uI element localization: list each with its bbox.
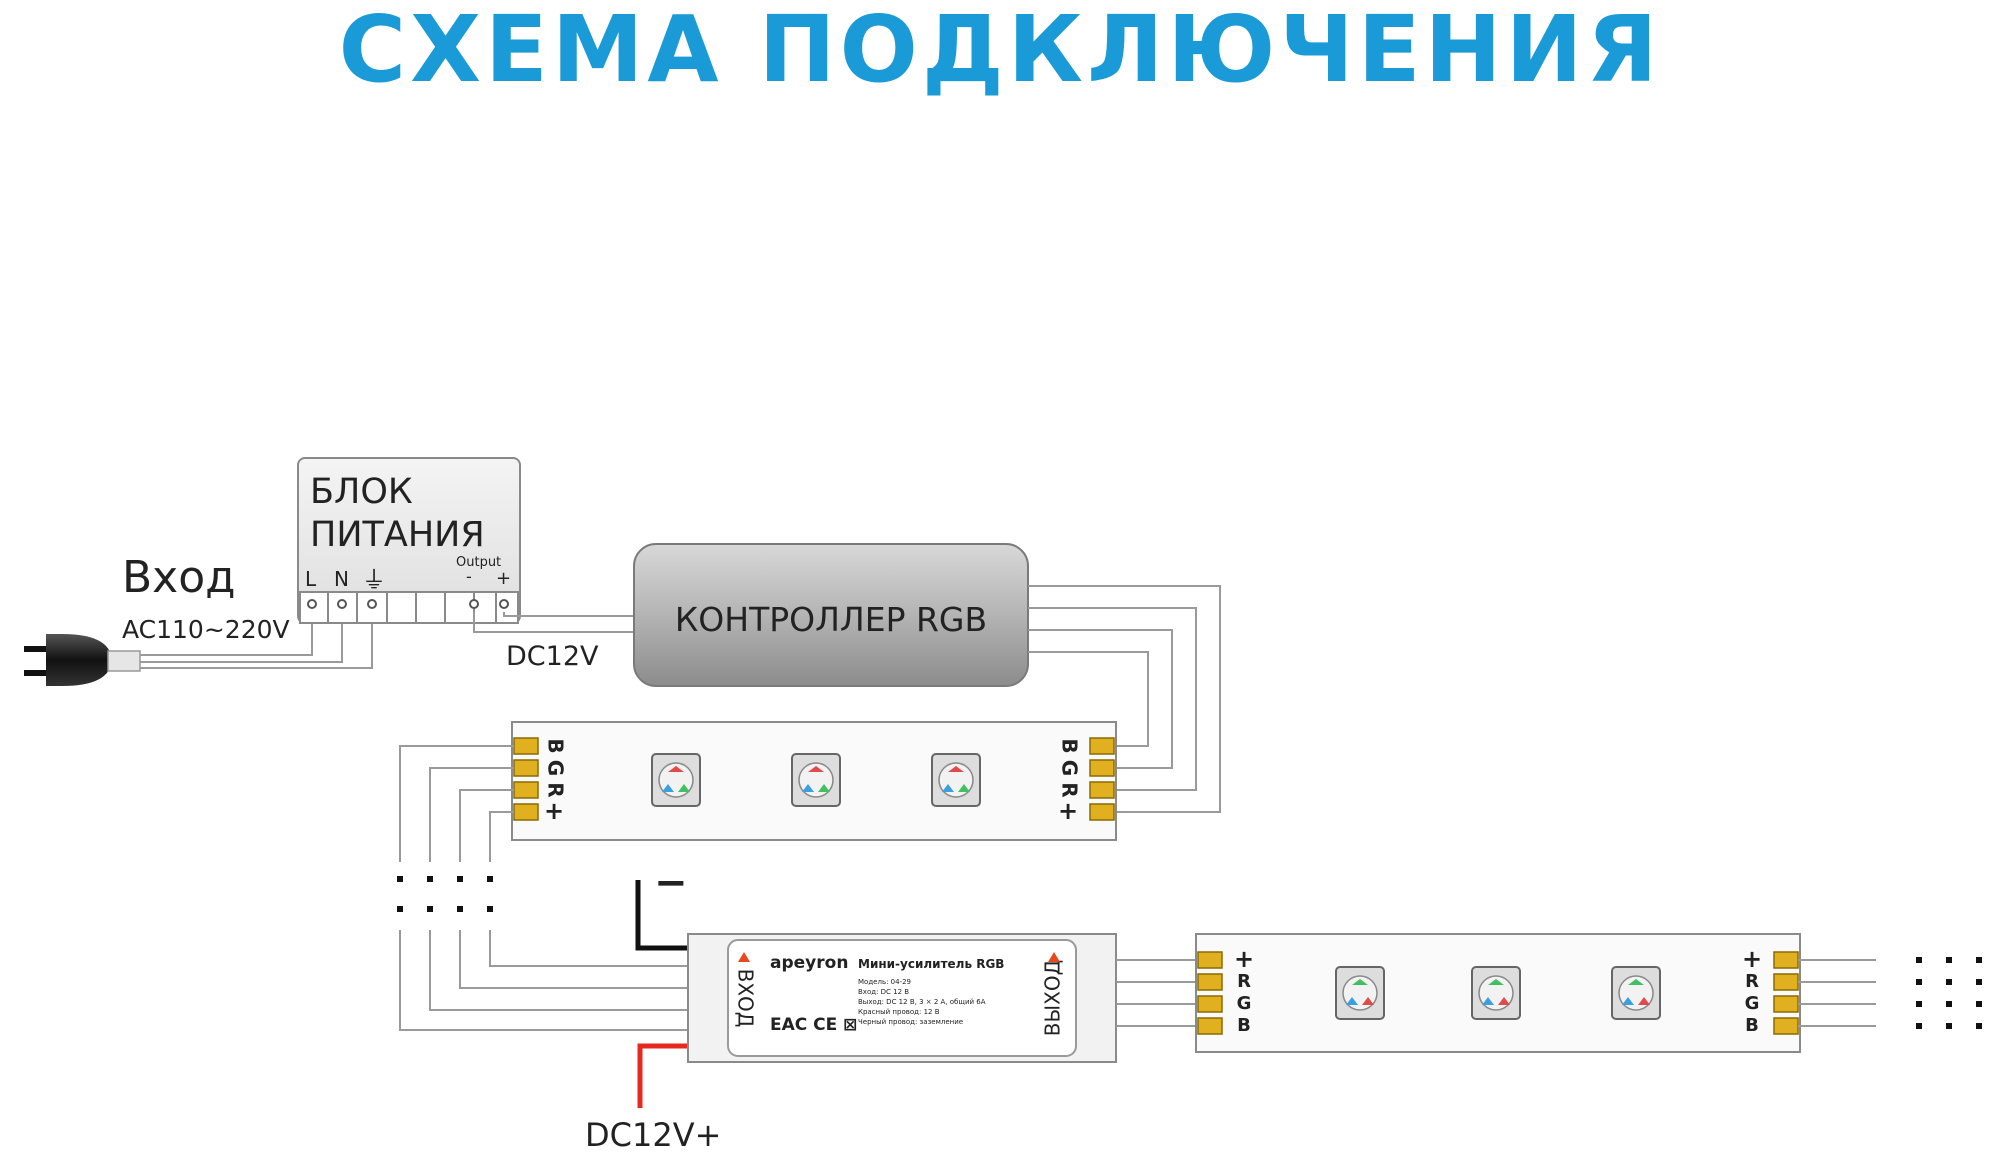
- amp-input-arrow-icon: [738, 952, 750, 962]
- led-chip: [931, 753, 981, 807]
- dc12v-label: DC12V: [506, 641, 599, 672]
- amplifier-spec-3: Выход: DC 12 В, 3 × 2 А, общий 6А: [858, 998, 986, 1006]
- strip2-right-r: R: [1745, 971, 1759, 992]
- ground-wire: −: [635, 860, 688, 951]
- strip1-right-b: B: [1058, 738, 1082, 753]
- amplifier-title: Мини-усилитель RGB: [858, 957, 1004, 971]
- strip1-left-g: G: [544, 760, 568, 776]
- strip2-left-r: R: [1237, 971, 1251, 992]
- strip2-right-b: B: [1745, 1015, 1759, 1036]
- strip1-right-r: R: [1058, 782, 1082, 797]
- strip1-left-r: R: [544, 782, 568, 797]
- controller-label: КОНТРОЛЛЕР RGB: [675, 600, 987, 639]
- amplifier-output-wires: [1116, 959, 1200, 1027]
- rgb-amplifier: ВХОД ВЫХОД apeyron Мини-усилитель RGB Мо…: [687, 933, 1117, 1063]
- controller-to-strip-wires: [1028, 585, 1221, 813]
- amplifier-brand: apeyron: [770, 953, 848, 973]
- dc-output-wires: [473, 612, 634, 633]
- psu-output-label: Output: [456, 555, 501, 570]
- psu-label-line2: ПИТАНИЯ: [310, 515, 485, 555]
- rgb-controller: КОНТРОЛЛЕР RGB: [633, 543, 1029, 687]
- strip2-right-g: G: [1745, 993, 1760, 1014]
- amplifier-spec-5: Черный провод: заземление: [858, 1018, 963, 1026]
- psu-label-line1: БЛОК: [310, 472, 413, 512]
- led-chip: [1335, 966, 1385, 1020]
- amp-output-arrow-icon: [1048, 952, 1060, 962]
- led-chip: [1471, 966, 1521, 1020]
- amplifier-spec-2: Вход: DC 12 В: [858, 988, 909, 996]
- amplifier-input-side-label: ВХОД: [734, 969, 758, 1028]
- strip2-output-wires: [1798, 959, 1876, 1027]
- power-supply-unit: БЛОК ПИТАНИЯ L N ⏚ Output - +: [297, 457, 521, 624]
- dc12v-plus-label: DC12V+: [585, 1116, 721, 1154]
- dc-plus-wire: [637, 1043, 688, 1108]
- power-plug: [24, 634, 141, 686]
- led-chip: [791, 753, 841, 807]
- ground-minus-label: −: [654, 860, 688, 906]
- led-chip: [1611, 966, 1661, 1020]
- strip2-left-g: G: [1237, 993, 1252, 1014]
- psu-terminal-l: L: [305, 567, 317, 591]
- page-title: СХЕМА ПОДКЛЮЧЕНИЯ: [338, 0, 1662, 103]
- strip1-output-wires: [399, 745, 514, 862]
- psu-terminal-ground: ⏚: [362, 566, 386, 594]
- amplifier-spec-1: Модель: 04-29: [858, 978, 911, 986]
- psu-terminal-n: N: [334, 567, 349, 591]
- psu-output-minus: -: [466, 567, 472, 586]
- amplifier-spec-4: Красный провод: 12 В: [858, 1008, 940, 1016]
- amplifier-output-side-label: ВЫХОД: [1041, 960, 1065, 1036]
- strip2-right-plus: +: [1742, 945, 1762, 973]
- continuation-dots-left: [397, 876, 493, 912]
- led-chip: [651, 753, 701, 807]
- input-label: Вход: [122, 552, 236, 603]
- amplifier-input-wires: [399, 930, 688, 1031]
- strip1-left-plus: +: [544, 797, 564, 825]
- continuation-dots-right: [1916, 957, 1982, 1029]
- led-strip-1: B G R + B G R +: [511, 721, 1117, 841]
- strip2-left-b: B: [1237, 1015, 1251, 1036]
- strip1-right-g: G: [1058, 760, 1082, 776]
- amplifier-cert-marks: ЕАС CE ⊠: [770, 1015, 857, 1035]
- strip1-right-plus: +: [1058, 797, 1078, 825]
- input-voltage-label: AC110~220V: [122, 615, 290, 644]
- strip2-left-plus: +: [1234, 945, 1254, 973]
- led-strip-2: + R G B + R G B: [1195, 933, 1801, 1053]
- strip1-left-b: B: [544, 738, 568, 753]
- psu-output-plus: +: [496, 568, 511, 589]
